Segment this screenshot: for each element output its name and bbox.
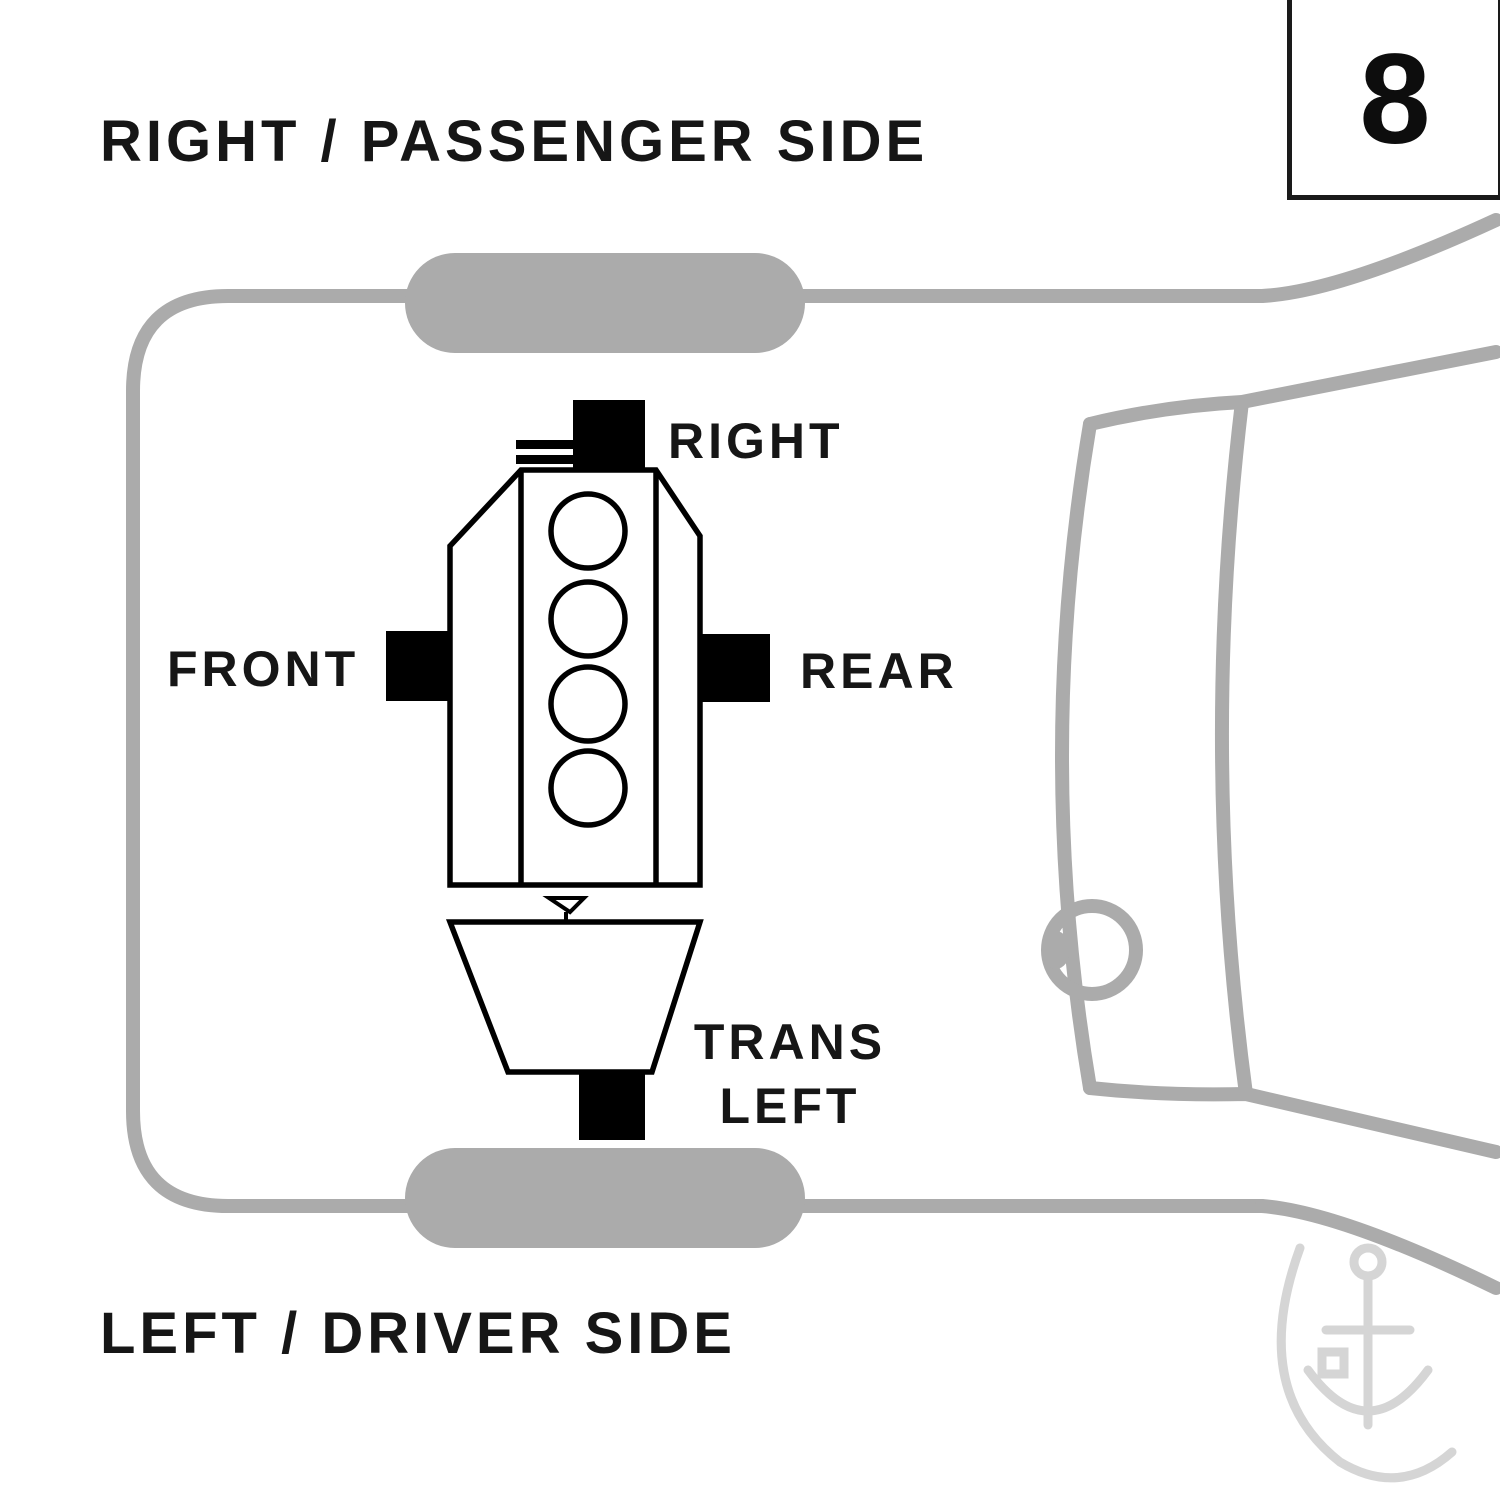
anchor-watermark — [1276, 1243, 1457, 1483]
figure-number: 8 — [1359, 27, 1431, 171]
page-title-top: RIGHT / PASSENGER SIDE — [100, 109, 929, 174]
transmission — [445, 919, 704, 1075]
windshield-rear-edge — [1214, 395, 1253, 1101]
driver-side-wheel — [405, 1148, 805, 1248]
passenger-side-wheel — [405, 253, 805, 353]
mount-trans-left — [579, 1070, 645, 1140]
car-body-outline — [126, 289, 1269, 1213]
mount-right-pin-1 — [516, 440, 574, 449]
funnel-icon — [542, 896, 589, 922]
cylinder-2 — [548, 579, 628, 659]
mount-right-pin-2 — [516, 455, 574, 464]
car-roofline-bottom — [1255, 1199, 1500, 1295]
label-mount-trans-line2: LEFT — [719, 1078, 861, 1134]
label-mount-trans-left: TRANS LEFT — [690, 1010, 890, 1138]
label-mount-right: RIGHT — [668, 413, 844, 469]
cylinder-4 — [548, 748, 628, 828]
cylinder-1 — [548, 491, 628, 571]
figure-number-box: 8 — [1287, 0, 1500, 200]
windshield-bottom-edge — [1083, 1081, 1500, 1159]
mount-rear — [702, 634, 770, 702]
mount-right — [573, 400, 645, 468]
label-mount-rear: REAR — [800, 643, 958, 699]
label-mount-front: FRONT — [167, 641, 360, 697]
cylinder-3 — [548, 664, 628, 744]
page-title-bottom: LEFT / DRIVER SIDE — [100, 1301, 736, 1366]
label-mount-trans-line1: TRANS — [693, 1014, 887, 1070]
car-roofline-top — [1255, 213, 1500, 303]
mount-front — [386, 631, 450, 701]
car-detail-cap — [1042, 931, 1070, 969]
windshield-top-edge — [1083, 345, 1500, 431]
